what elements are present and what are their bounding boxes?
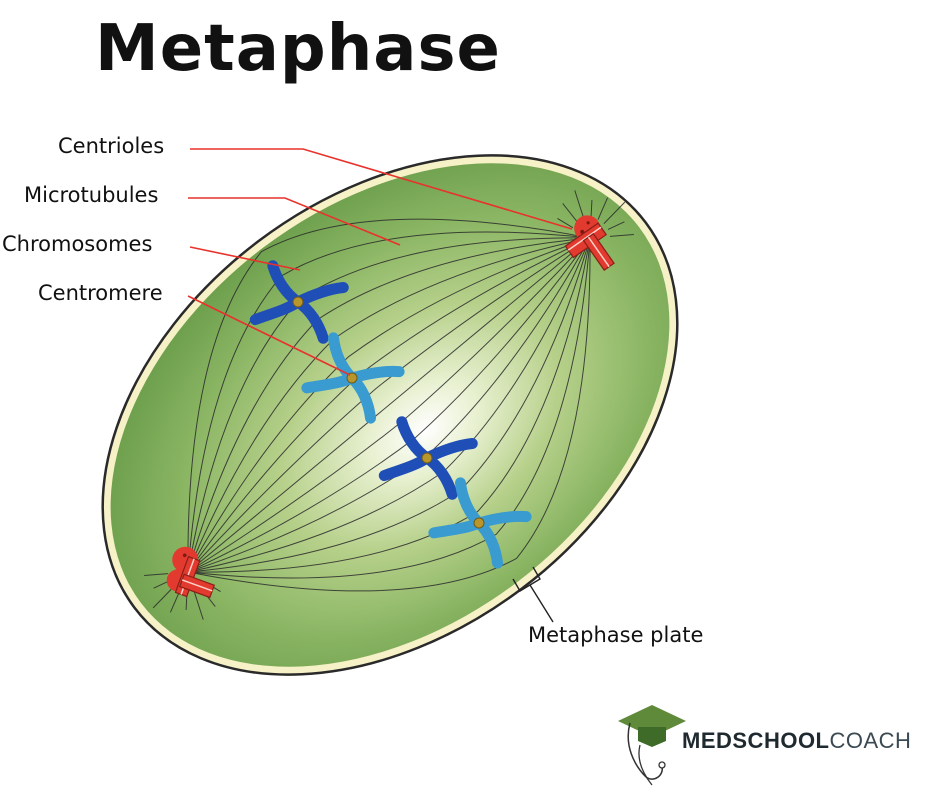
astral-ray [609,233,634,237]
chromosome [428,477,532,569]
microtubule-fiber [187,237,591,573]
leader-centrioles [190,148,573,230]
label-centrioles: Centrioles [58,134,165,158]
leader-chromosomes [189,246,301,271]
microtubule-fiber [187,237,591,573]
astral-ray [574,190,585,220]
centriole-icon [564,215,615,271]
graduation-cap-logo-icon [618,705,686,786]
brand-bold: MEDSCHOOL [682,728,830,753]
page-title: Metaphase [95,12,501,86]
label-centromere: Centromere [38,281,163,305]
centromere [292,296,304,308]
label-microtubules: Microtubules [24,183,159,207]
astral-ray [193,590,204,620]
cell [101,154,679,676]
leader-microtubules [188,197,401,246]
chromosome [249,260,349,344]
astral-ray [607,221,625,230]
centromere [473,517,485,529]
microtubule-fiber [187,237,591,579]
centriole-top [564,215,615,271]
microtubule-fiber [187,237,591,573]
astral-ray [152,585,175,609]
astral-ray [603,201,626,225]
centromere [421,452,433,464]
microtubule-fiber [187,237,591,592]
chromosome [378,416,478,500]
astral-ray [144,573,169,577]
metaphase-plate-marker [512,566,554,623]
leader-lines [187,148,573,376]
label-chromosomes: Chromosomes [2,232,153,256]
astral-ray [597,197,609,220]
centriole-bottom [166,546,216,599]
microtubule-fiber [187,237,591,573]
leader-centromere [187,295,351,376]
astral-ray [562,203,578,223]
microtubule-fiber [187,237,591,573]
astral-ray [557,217,574,229]
astral-ray [590,200,593,219]
centriole-icon [166,546,216,599]
label-metaphase-plate: Metaphase plate [528,623,704,647]
brand-logo: MEDSCHOOLCOACH [682,728,911,754]
microtubule-fiber [187,218,591,573]
brand-light: COACH [829,728,912,753]
